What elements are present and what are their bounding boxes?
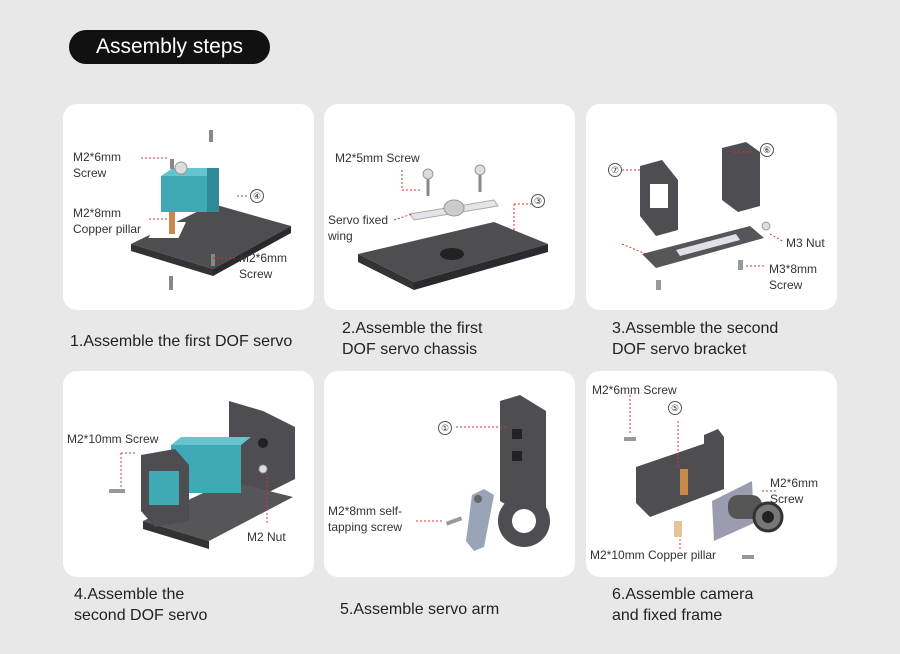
- step-1-label-m2-8mm: M2*8mm: [73, 206, 122, 220]
- step-2-card: M2*5mm Screw Servo fixed wing ③: [324, 104, 575, 310]
- step-6-part-marker-5: ⑤: [668, 401, 682, 415]
- step-2-label-servo-fixed: Servo fixed: [328, 213, 389, 227]
- step-2-label-wing: wing: [328, 229, 353, 243]
- step-5-caption-line-1: 5.Assemble servo arm: [340, 601, 500, 618]
- step-3-label-m3-8mm: M3*8mm: [769, 262, 818, 276]
- step-5-illustration: [416, 395, 550, 551]
- step-2-label-m2-5mm-screw: M2*5mm Screw: [335, 151, 420, 165]
- step-2-illustration: [358, 164, 548, 290]
- step-4-caption-line-2: second DOF servo: [74, 607, 208, 624]
- step-5-part-marker-1: ①: [438, 421, 452, 435]
- step-4-illustration: [109, 401, 295, 549]
- step-1-illustration: [131, 130, 291, 290]
- step-1-caption-line-1: 1.Assemble the first DOF servo: [70, 333, 293, 350]
- step-6-label-m2-6mm-screw: M2*6mm Screw: [592, 383, 677, 397]
- step-3-caption-line-2: DOF servo bracket: [612, 341, 747, 358]
- step-3-part-marker-6: ⑥: [760, 143, 774, 157]
- step-3-caption-line-1: 3.Assemble the second: [612, 320, 779, 337]
- step-5-caption: 5.Assemble servo arm: [340, 599, 499, 620]
- step-1-card: M2*6mm Screw M2*8mm Copper pillar M2*6mm…: [63, 104, 314, 310]
- step-6-caption-line-1: 6.Assemble camera: [612, 586, 754, 603]
- step-1-label-copper-pillar: Copper pillar: [73, 222, 142, 236]
- step-1-label-m2-6mm-bottom: M2*6mm: [239, 251, 288, 265]
- step-6-caption: 6.Assemble camera and fixed frame: [612, 584, 753, 626]
- step-6-caption-line-2: and fixed frame: [612, 607, 723, 624]
- step-3-label-m3-nut: M3 Nut: [786, 236, 825, 250]
- step-3-card: M3 Nut M3*8mm Screw ⑦ ⑥: [586, 104, 837, 310]
- step-2-caption-line-1: 2.Assemble the first: [342, 320, 483, 337]
- step-5-label-m2-8mm-self: M2*8mm self-: [328, 504, 403, 518]
- step-6-label-m2-6mm: M2*6mm: [770, 476, 819, 490]
- step-6-label-m2-10mm-copper-pillar: M2*10mm Copper pillar: [590, 548, 717, 562]
- step-4-label-m2-nut: M2 Nut: [247, 530, 286, 544]
- step-4-caption-line-1: 4.Assemble the: [74, 586, 185, 603]
- step-4-label-m2-10mm-screw: M2*10mm Screw: [67, 432, 159, 446]
- step-2-caption-line-2: DOF servo chassis: [342, 341, 478, 358]
- step-6-card: M2*6mm Screw M2*6mm Screw M2*10mm Copper…: [586, 371, 837, 577]
- section-title: Assembly steps: [69, 30, 270, 64]
- step-1-part-marker-4: ④: [250, 189, 264, 203]
- step-3-caption: 3.Assemble the second DOF servo bracket: [612, 318, 778, 360]
- step-2-part-marker-3: ③: [531, 194, 545, 208]
- step-2-caption: 2.Assemble the first DOF servo chassis: [342, 318, 483, 360]
- step-5-label-tapping-screw: tapping screw: [328, 520, 403, 534]
- step-1-caption: 1.Assemble the first DOF servo: [70, 331, 292, 352]
- step-5-card: M2*8mm self- tapping screw ①: [324, 371, 575, 577]
- step-1-label-m2-6mm: M2*6mm: [73, 150, 122, 164]
- step-1-label-screw: Screw: [73, 166, 107, 180]
- step-6-illustration: [624, 395, 784, 559]
- step-3-part-marker-7: ⑦: [608, 163, 622, 177]
- step-1-label-screw-bottom: Screw: [239, 267, 273, 281]
- step-3-label-screw: Screw: [769, 278, 803, 292]
- step-4-card: M2*10mm Screw M2 Nut: [63, 371, 314, 577]
- step-6-label-screw: Screw: [770, 492, 804, 506]
- step-4-caption: 4.Assemble the second DOF servo: [74, 584, 207, 626]
- step-3-illustration: [621, 142, 785, 290]
